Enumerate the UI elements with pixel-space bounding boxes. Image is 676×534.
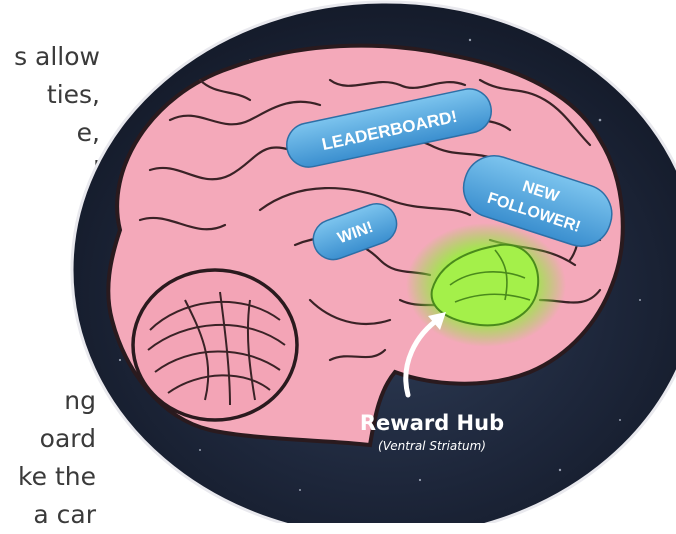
reward-hub-title: Reward Hub (360, 411, 504, 435)
brain-illustration: LEADERBOARD! NEW FOLLOWER! WIN! Reward H… (0, 0, 676, 523)
reward-hub-subtitle: (Ventral Striatum) (378, 439, 486, 453)
